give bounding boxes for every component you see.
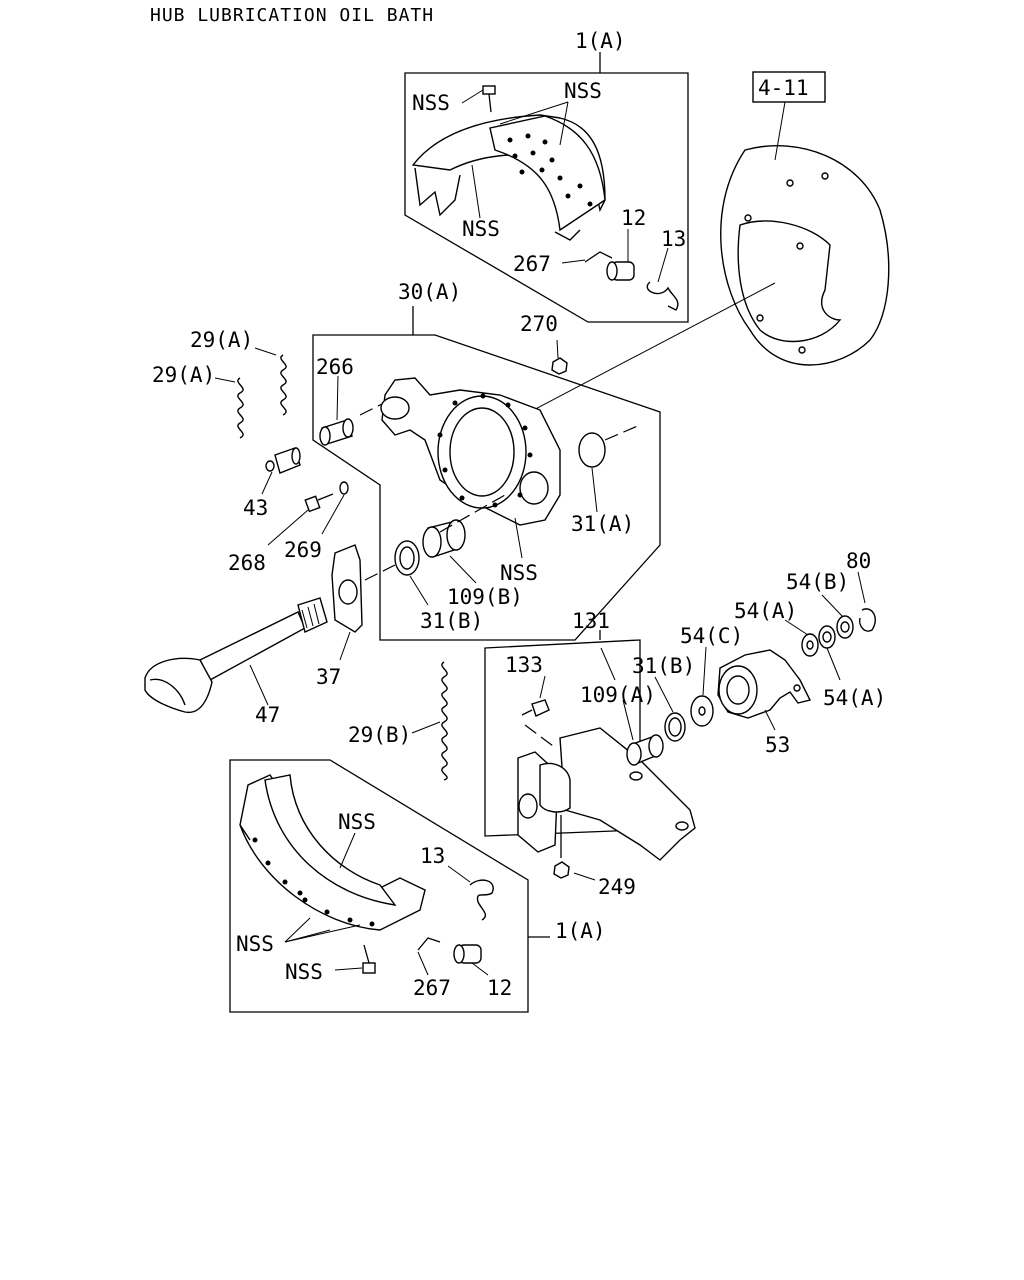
label-13-bottom: 13: [420, 844, 445, 868]
label-268: 268: [228, 551, 266, 575]
brake-spider: [380, 377, 561, 526]
reference-box: 4-11: [752, 71, 826, 103]
bolt-249: [553, 815, 570, 879]
camshaft-bracket: [517, 727, 696, 861]
diagram-title: HUB LUBRICATION OIL BATH: [150, 5, 434, 26]
label-31b-right: 31(B): [632, 654, 695, 678]
label-109a: 109(A): [580, 683, 656, 707]
label-31b-left: 31(B): [420, 609, 483, 633]
seal-icon: [394, 540, 420, 576]
label-nss-group-bottom: NSS: [236, 932, 274, 956]
label-267-top: 267: [513, 252, 551, 276]
label-131: 131: [572, 609, 610, 633]
label-43: 43: [243, 496, 268, 520]
camshaft-bracket-group: 131 133 31(B) 109(A) 54(C) 249: [484, 609, 743, 899]
label-31a: 31(A): [571, 512, 634, 536]
seal-31b-right: [664, 712, 686, 742]
reference-box-label: 4-11: [758, 76, 809, 100]
bolt-133: [521, 699, 550, 717]
top-shoe-kit-group: 1(A) NSS NSS NSS 12 13 267: [404, 29, 689, 323]
camshaft-bushing-icon: [422, 519, 466, 558]
pin-43: 43: [243, 447, 301, 520]
slack-adjuster: 53: [717, 649, 812, 757]
label-29a-2: 29(A): [152, 363, 215, 387]
bolt-268-washer-269: 268 269: [228, 481, 349, 575]
dust-shield: [720, 101, 890, 366]
camshaft-bushing-109a: [626, 734, 664, 766]
label-133: 133: [505, 653, 543, 677]
washers-54: 54(A) 54(B) 80 54(A): [734, 549, 886, 710]
label-249: 249: [598, 875, 636, 899]
spring-29b: 29(B): [348, 661, 448, 781]
label-269: 269: [284, 538, 322, 562]
return-springs: 29(A) 29(A): [152, 328, 287, 439]
label-54a-1: 54(A): [734, 599, 797, 623]
label-12-bottom: 12: [487, 976, 512, 1000]
label-109b: 109(B): [447, 585, 523, 609]
label-30a: 30(A): [398, 280, 461, 304]
label-29b: 29(B): [348, 723, 411, 747]
bushing-icon: [319, 418, 354, 446]
label-37: 37: [316, 665, 341, 689]
label-29a-1: 29(A): [190, 328, 253, 352]
label-1a-bottom: 1(A): [555, 919, 606, 943]
upper-brake-shoe: [411, 114, 606, 241]
label-53: 53: [765, 733, 790, 757]
bottom-shoe-kit-group: NSS 13 NSS NSS 267 12 1(A): [229, 759, 606, 1013]
retainer-clip-bottom-icon: [469, 879, 494, 921]
label-47: 47: [255, 703, 280, 727]
label-nss-shoe-top: NSS: [462, 217, 500, 241]
label-54b: 54(B): [786, 570, 849, 594]
spring-clip-icon: [584, 251, 613, 263]
retainer-clip-icon: [646, 281, 679, 311]
lower-brake-shoe: [239, 774, 426, 931]
label-54c: 54(C): [680, 624, 743, 648]
label-266: 266: [316, 355, 354, 379]
plug-icon: [578, 432, 606, 468]
label-54a-2: 54(A): [823, 686, 886, 710]
label-270: 270: [520, 312, 558, 336]
spring-clip-bottom-icon: [417, 937, 441, 951]
label-nss-lining-bottom: NSS: [338, 810, 376, 834]
label-nss-bolt-bottom: NSS: [285, 960, 323, 984]
anchor-pin-icon: [606, 261, 635, 281]
label-12-top: 12: [621, 206, 646, 230]
anchor-pin-bottom-icon: [453, 944, 482, 964]
label-1a-top: 1(A): [575, 29, 626, 53]
label-nss-lining-top: NSS: [564, 79, 602, 103]
bracket-37: 37: [316, 544, 363, 689]
label-nss-spider: NSS: [500, 561, 538, 585]
spider-group: 30(A) 270 266 31(A) NSS 109(B) 31(B): [312, 280, 661, 641]
washer-54c: [690, 695, 714, 727]
label-13-top: 13: [661, 227, 686, 251]
nut-icon: [551, 357, 568, 375]
label-nss-bolt-top: NSS: [412, 91, 450, 115]
lining-rivet-bottom-icon: [362, 944, 376, 974]
label-80: 80: [846, 549, 871, 573]
camshaft-47: 47: [144, 597, 328, 727]
lining-rivet-icon: [482, 85, 496, 113]
label-267-bottom: 267: [413, 976, 451, 1000]
